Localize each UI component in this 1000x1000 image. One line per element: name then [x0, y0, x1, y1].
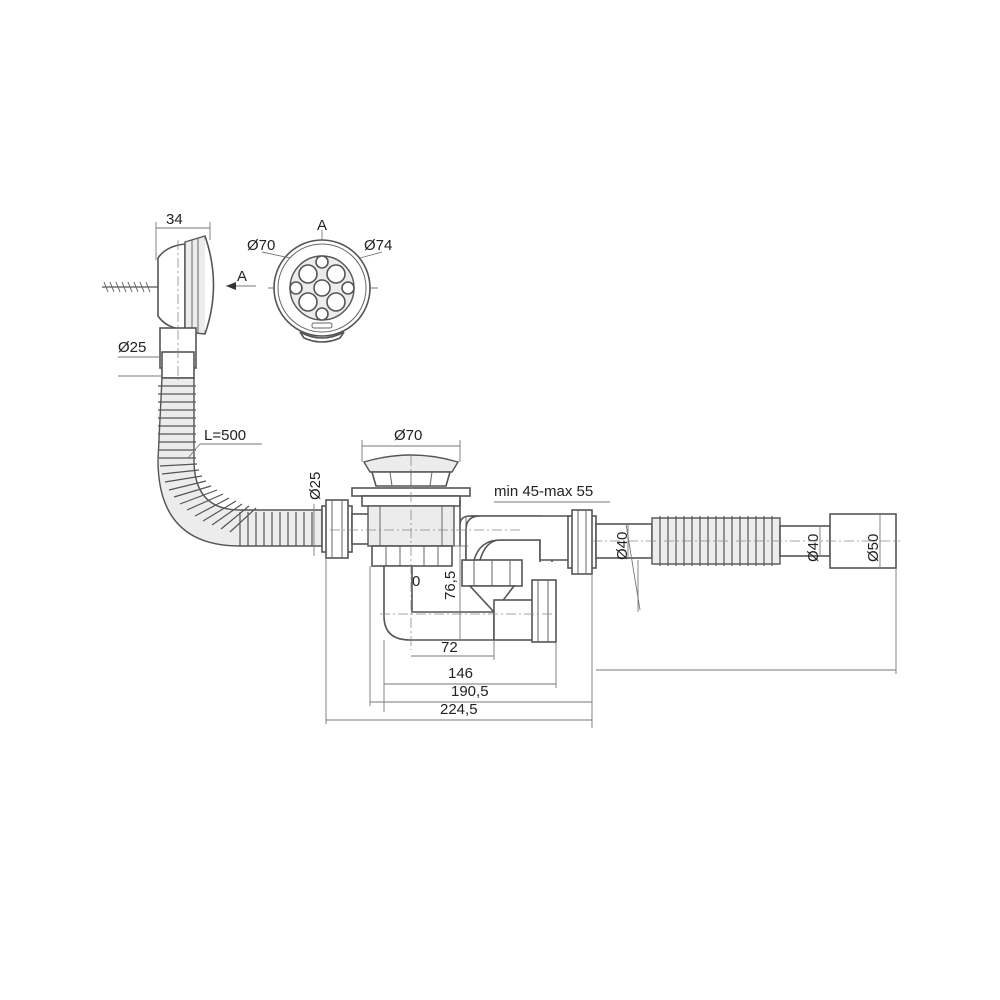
adjust-range-label: min 45-max 55	[494, 483, 593, 500]
overflow-grate-front-view: A Ø70 Ø74	[247, 217, 392, 343]
drain-dia-label: Ø70	[394, 427, 422, 444]
outlet-dia-50-label: Ø50	[865, 534, 882, 562]
corrugated-overflow-hose: L=500	[157, 377, 323, 547]
grate-inner-dia-label: Ø70	[247, 237, 275, 254]
hose-length-label: L=500	[204, 427, 246, 444]
hose-end-dia-label: Ø25	[307, 472, 324, 500]
overflow-pipe-dia-label: Ø25	[118, 339, 146, 356]
adjustment-range: min 45-max 55	[494, 483, 610, 503]
centerlines	[177, 240, 900, 650]
dimension-lines: 76,5 72 146 190,5 224,5	[325, 545, 897, 728]
dim-top-width: 34	[155, 211, 211, 260]
view-arrow: A	[226, 268, 256, 290]
top-width-label: 34	[166, 211, 183, 228]
trap-height-label: 76,5	[442, 571, 459, 600]
hose-end-nut: Ø25	[307, 472, 371, 559]
grate-outer-dia-label: Ø74	[364, 237, 392, 254]
dim-72-label: 72	[441, 639, 458, 656]
outlet-dia-40-label: Ø40	[614, 532, 631, 560]
arrow-letter: A	[237, 268, 247, 285]
dim-190-label: 190,5	[451, 683, 489, 700]
dim-224-label: 224,5	[440, 701, 478, 718]
dim-146-label: 146	[448, 665, 473, 682]
view-letter: A	[317, 217, 327, 234]
outlet-dia-40b-label: Ø40	[805, 534, 822, 562]
